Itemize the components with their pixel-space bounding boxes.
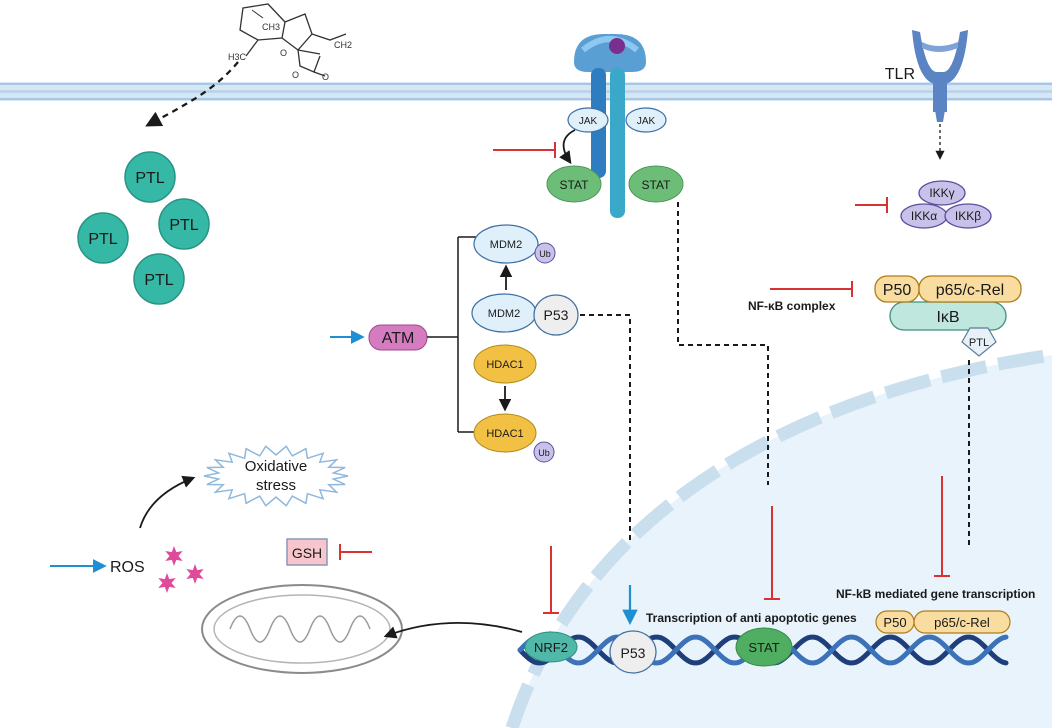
svg-text:P53: P53 [621, 645, 646, 661]
nrf2-to-mitochondrion-arrow [383, 622, 523, 639]
svg-text:GSH: GSH [292, 545, 322, 561]
inhibition-gsh [339, 544, 372, 560]
p53-translocation-path [580, 314, 631, 540]
svg-text:NRF2: NRF2 [534, 640, 568, 655]
p53-protein: P53 [609, 630, 657, 674]
stat-nuclear-protein: STAT [735, 627, 793, 667]
jak-kinase: JAK [567, 107, 609, 133]
cytokine-receptor [574, 34, 646, 218]
svg-text:p65/c-Rel: p65/c-Rel [936, 282, 1004, 299]
svg-text:P53: P53 [544, 307, 569, 323]
cell-membrane [0, 82, 1052, 101]
hdac1-ubiquitinated: HDAC1 Ub [473, 413, 555, 463]
svg-text:HDAC1: HDAC1 [486, 428, 523, 440]
svg-text:PTL: PTL [144, 272, 173, 289]
anti-apoptotic-label: Transcription of anti apoptotic genes [646, 611, 857, 625]
svg-text:MDM2: MDM2 [488, 308, 520, 320]
nuclear-nfkb-dimer: P50 p65/c-Rel [875, 610, 1011, 634]
inhibition-jak [493, 142, 556, 158]
nrf2-protein: NRF2 [524, 631, 578, 663]
svg-text:ATM: ATM [382, 330, 415, 347]
inhibition-stat-nuclear [764, 506, 780, 600]
svg-text:PTL: PTL [969, 337, 989, 349]
inhibition-nfkb [770, 281, 853, 297]
atm-bracket [427, 236, 478, 433]
svg-text:IKKγ: IKKγ [929, 186, 954, 200]
svg-text:CH3: CH3 [262, 22, 280, 32]
svg-text:Oxidative: Oxidative [245, 458, 308, 475]
stat-protein: STAT [628, 165, 684, 203]
nfkb-complex: IκB P50 p65/c-Rel PTL [874, 275, 1022, 357]
svg-text:IKKβ: IKKβ [955, 209, 981, 223]
svg-text:p65/c-Rel: p65/c-Rel [934, 615, 990, 630]
inhibition-nrf2 [543, 546, 559, 614]
stat-protein: STAT [546, 165, 602, 203]
nfkb-transcription-label: NF-kB mediated gene transcription [836, 587, 1035, 601]
svg-text:HDAC1: HDAC1 [486, 359, 523, 371]
tlr-label: TLR [885, 66, 915, 83]
svg-text:O: O [292, 70, 299, 80]
svg-text:Ub: Ub [538, 448, 550, 458]
svg-text:Ub: Ub [539, 249, 551, 259]
ros-to-stress-arrow [139, 475, 196, 529]
oxidative-stress-burst: Oxidative stress [203, 445, 349, 507]
svg-text:IκB: IκB [936, 309, 959, 326]
tlr-receptor [912, 30, 968, 122]
ros-star-icon [158, 546, 204, 593]
svg-text:P50: P50 [883, 282, 912, 299]
svg-text:MDM2: MDM2 [490, 239, 522, 251]
ligand-icon [609, 38, 625, 54]
mdm2-p53-complex: MDM2 P53 [471, 293, 579, 336]
ptl-molecule: PTL [158, 198, 210, 250]
jak-kinase: JAK [625, 107, 667, 133]
svg-text:PTL: PTL [135, 170, 164, 187]
svg-text:stress: stress [256, 477, 296, 494]
hdac1-protein: HDAC1 [473, 344, 537, 384]
parthenolide-structure: CH3 H3C O O O CH2 [228, 3, 352, 82]
nfkb-complex-label: NF-κB complex [748, 299, 836, 313]
svg-text:O: O [322, 72, 329, 82]
ptl-molecule: PTL [77, 212, 129, 264]
svg-text:STAT: STAT [560, 178, 590, 192]
ptl-molecule: PTL [124, 151, 176, 203]
svg-text:IKKα: IKKα [911, 209, 937, 223]
drug-entry-arrow [145, 61, 239, 127]
ros-label: ROS [110, 559, 145, 576]
inhibition-ikk [855, 197, 888, 213]
atm-kinase: ATM [368, 324, 428, 351]
mitochondrion [201, 584, 403, 674]
svg-text:CH2: CH2 [334, 40, 352, 50]
jak-stat-arrow [559, 129, 576, 165]
svg-text:PTL: PTL [169, 217, 198, 234]
svg-text:JAK: JAK [637, 116, 656, 127]
svg-text:STAT: STAT [642, 178, 672, 192]
svg-text:PTL: PTL [88, 231, 117, 248]
svg-text:JAK: JAK [579, 116, 598, 127]
ptl-molecule: PTL [133, 253, 185, 305]
svg-text:STAT: STAT [748, 640, 779, 655]
svg-text:O: O [280, 48, 287, 58]
nucleus-background [512, 355, 1052, 728]
svg-text:P50: P50 [883, 615, 906, 630]
ikk-complex: IKKγ IKKα IKKβ [900, 180, 992, 229]
mdm2-ubiquitinated: MDM2 Ub [473, 224, 556, 264]
gsh-box: GSH [286, 538, 328, 566]
svg-text:H3C: H3C [228, 52, 247, 62]
inhibition-nfkb-nuclear [934, 476, 950, 577]
